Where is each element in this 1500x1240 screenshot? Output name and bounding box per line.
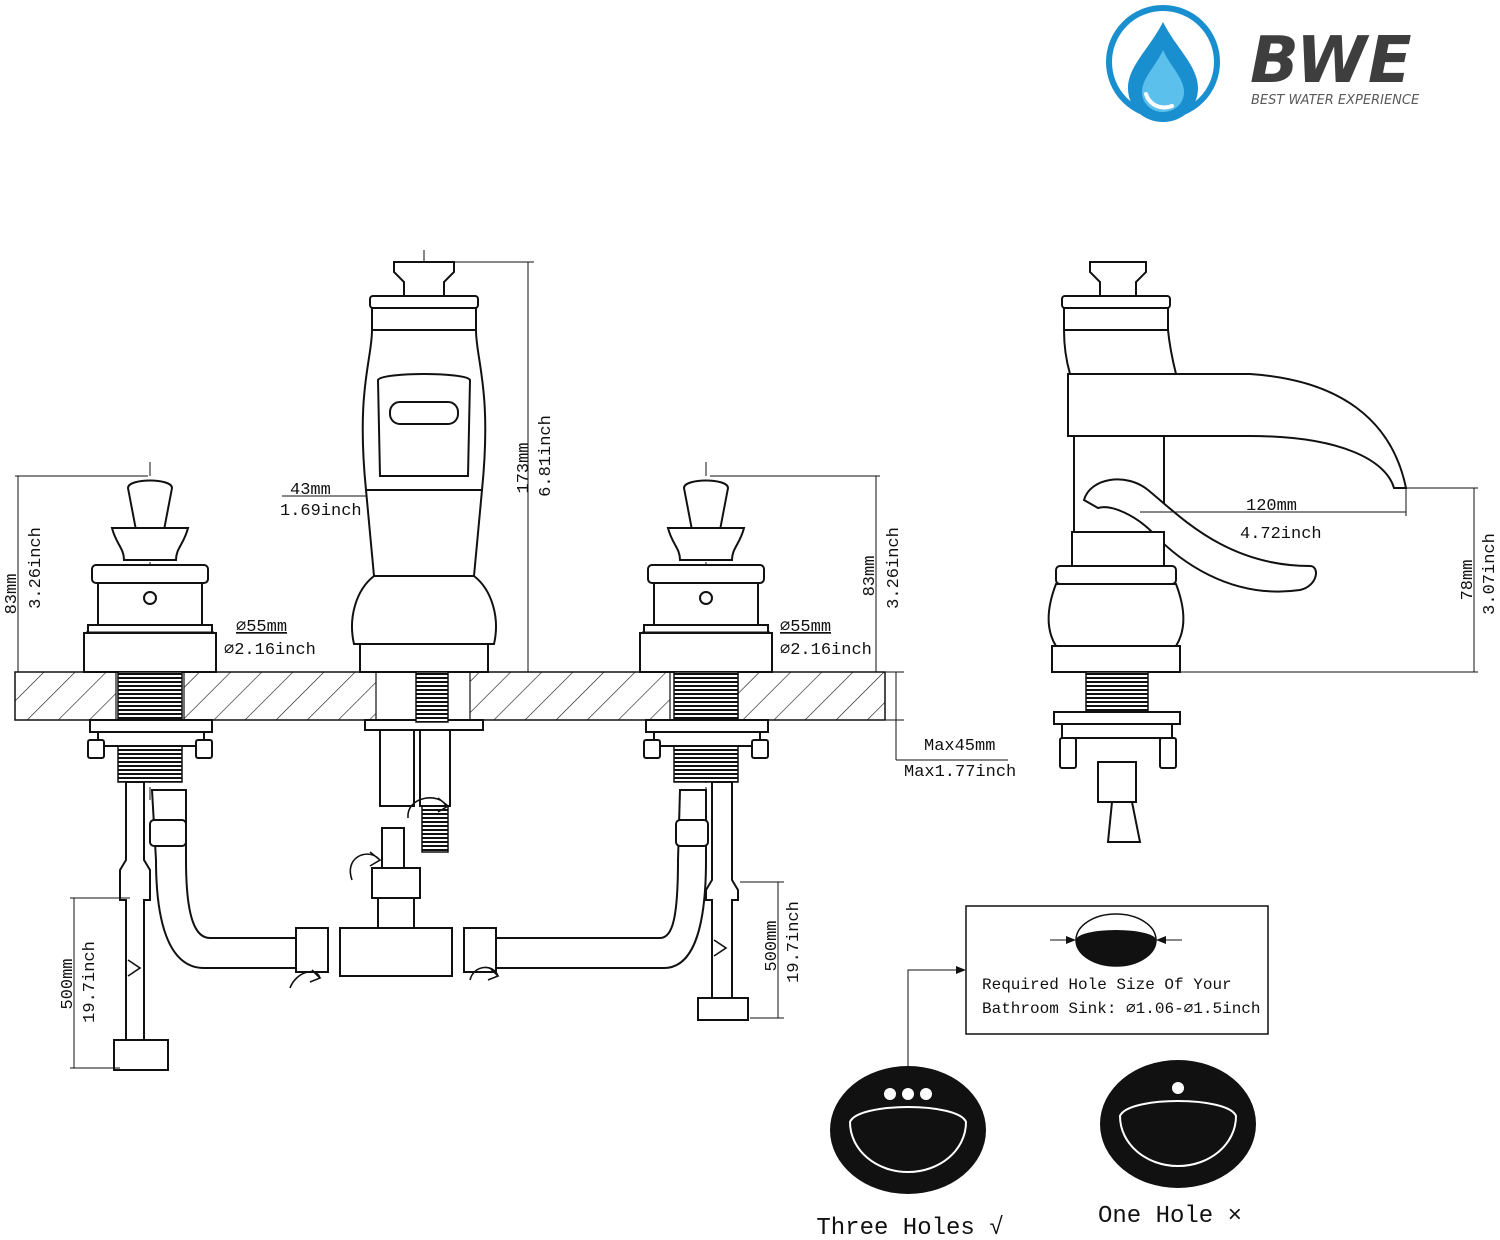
spout-neck-in: 1.69inch xyxy=(280,502,362,521)
hole-size-note: Required Hole Size Of Your Bathroom Sink… xyxy=(907,905,1269,1072)
three-holes-sink-icon xyxy=(830,1066,986,1194)
one-hole-sink: One Hole × xyxy=(1098,1060,1256,1230)
left-handle-base-in: ⌀2.16inch xyxy=(224,641,316,660)
front-view-dimensions: 83mm 3.26inch ⌀55mm ⌀2.16inch 43mm 1.69i… xyxy=(3,261,1016,1069)
left-handle-base-mm: ⌀55mm xyxy=(236,618,287,637)
spout-reach-in: 4.72inch xyxy=(1240,525,1322,544)
center-spout xyxy=(339,250,497,977)
left-handle-height-mm: 83mm xyxy=(3,574,22,615)
brand-tagline: BEST WATER EXPERIENCE xyxy=(1251,93,1420,108)
one-hole-sink-icon xyxy=(1100,1060,1256,1188)
spout-height-mm: 78mm xyxy=(1459,560,1478,601)
bwe-logo: BWE BEST WATER EXPERIENCE xyxy=(1106,5,1420,122)
hole-diameter-icon xyxy=(1050,913,1182,967)
one-hole-caption: One Hole × xyxy=(1098,1203,1242,1230)
left-handle xyxy=(83,462,329,1071)
brand-name: BWE xyxy=(1250,24,1413,98)
right-handle-base-in: ⌀2.16inch xyxy=(780,641,872,660)
right-handle-height-in: 3.26inch xyxy=(885,527,904,609)
deck-max-in: Max1.77inch xyxy=(904,763,1016,782)
right-handle-base-mm: ⌀55mm xyxy=(780,618,831,637)
spout-neck-mm: 43mm xyxy=(290,481,331,500)
total-height-mm: 173mm xyxy=(515,442,534,493)
left-handle-height-in: 3.26inch xyxy=(27,527,46,609)
three-holes-caption: Three Holes √ xyxy=(816,1215,1003,1240)
right-handle xyxy=(463,462,773,1021)
spout-height-in: 3.07inch xyxy=(1481,533,1500,615)
side-view-faucet xyxy=(1047,261,1408,843)
side-view-dimensions: 120mm 4.72inch 78mm 3.07inch xyxy=(1140,487,1500,673)
right-hose-length-in: 19.7inch xyxy=(785,901,804,983)
three-holes-sink: Three Holes √ xyxy=(816,1066,1004,1240)
spout-reach-mm: 120mm xyxy=(1246,497,1297,516)
left-hose-length-in: 19.7inch xyxy=(81,941,100,1023)
total-height-in: 6.81inch xyxy=(537,415,556,497)
deck-max-mm: Max45mm xyxy=(924,737,995,756)
left-hose-length-mm: 500mm xyxy=(59,958,78,1009)
hole-note-line2: Bathroom Sink: ⌀1.06-⌀1.5inch xyxy=(982,1000,1261,1018)
right-hose-length-mm: 500mm xyxy=(763,920,782,971)
hole-note-line1: Required Hole Size Of Your xyxy=(982,976,1232,994)
right-handle-height-mm: 83mm xyxy=(861,556,880,597)
